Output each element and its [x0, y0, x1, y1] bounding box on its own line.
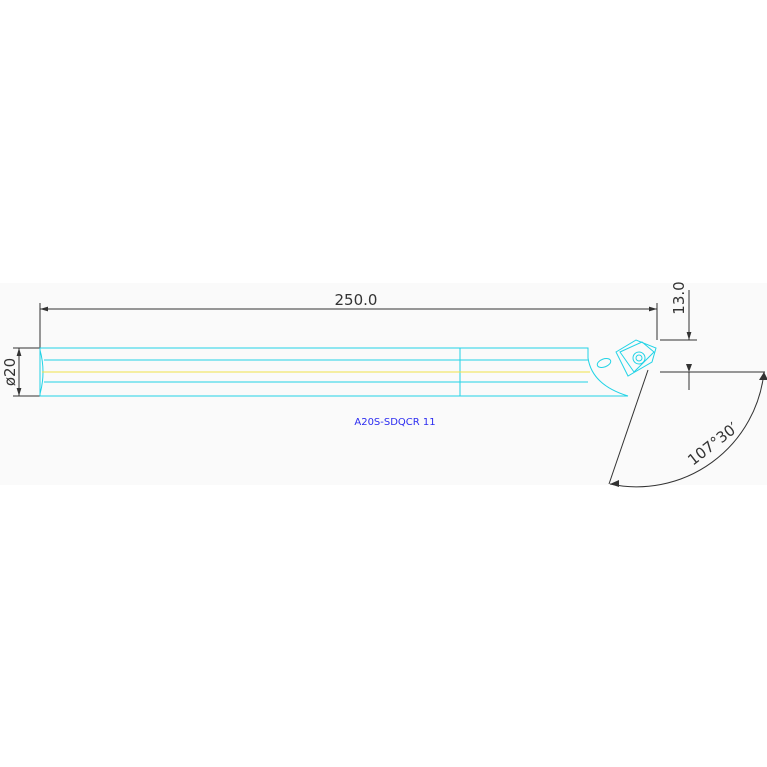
clamp-screw-outer — [632, 351, 646, 365]
bar-outline — [39, 347, 629, 397]
angle-dimension: 107°30′ — [608, 369, 767, 488]
part-number-label: A20S-SDQCR 11 — [354, 417, 435, 428]
coolant-hole — [596, 358, 612, 368]
angle-arrowhead-right — [759, 372, 767, 380]
length-value: 250.0 — [335, 291, 378, 309]
length-dimension: 250.0 — [39, 291, 658, 348]
insert-outline — [619, 341, 655, 373]
angle-leg-line — [608, 369, 649, 485]
height-value: 13.0 — [670, 281, 688, 314]
drawing-area — [0, 283, 767, 485]
height-arrowhead-bottom — [686, 364, 692, 372]
diameter-value: ø20 — [1, 358, 19, 386]
angle-arrowhead-left — [610, 480, 619, 487]
angle-arc — [609, 371, 765, 488]
insert-pocket — [615, 339, 657, 377]
clamp-screw-inner — [635, 354, 643, 362]
height-dimension: 13.0 — [660, 281, 697, 390]
diameter-dimension: ø20 — [1, 347, 40, 397]
boring-bar — [39, 339, 657, 397]
